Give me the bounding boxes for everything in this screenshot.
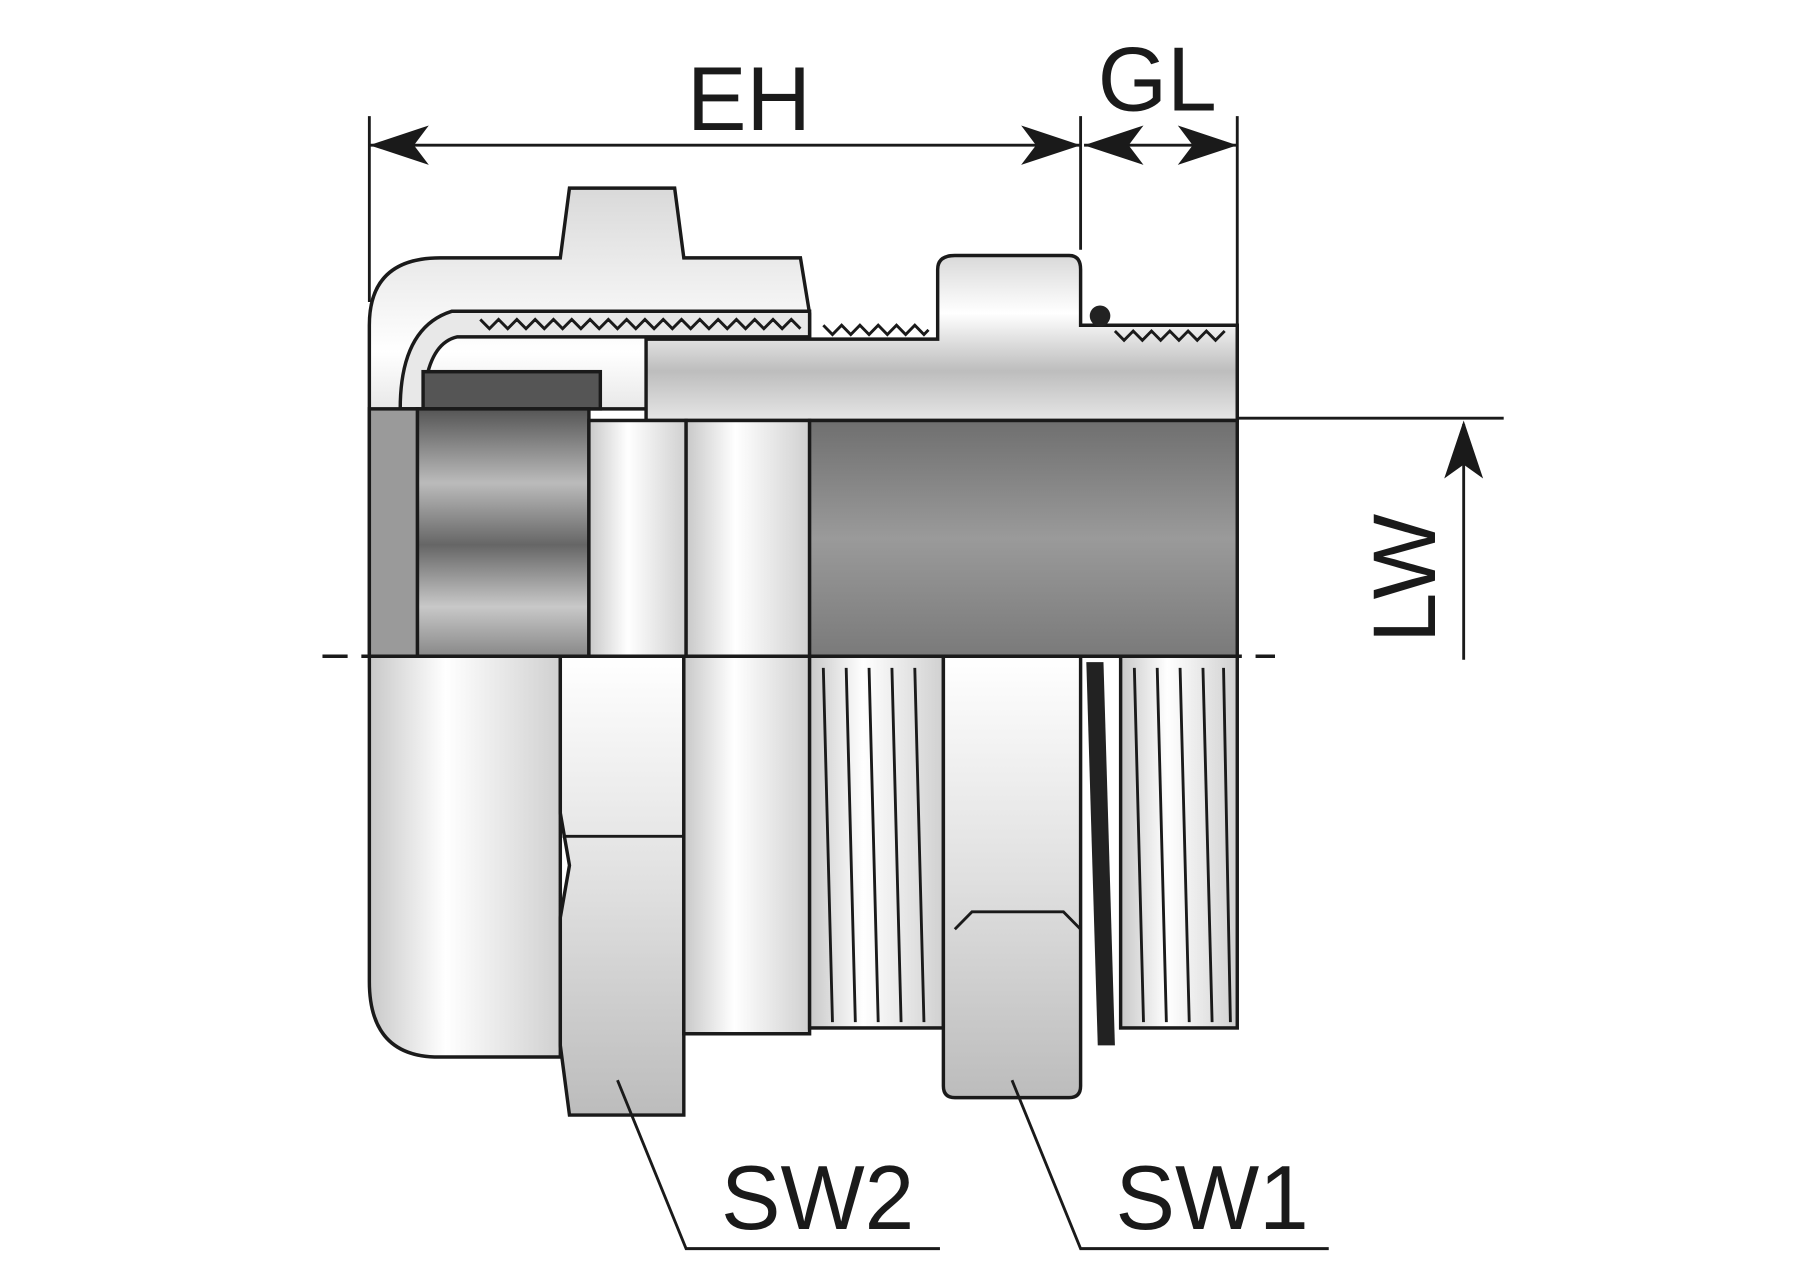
callout-sw2: SW2 [616,1079,940,1251]
dimension-lw: LW [1237,416,1504,660]
label-sw2: SW2 [721,1148,914,1249]
seal-insert-section [421,369,603,411]
body-thread-teeth [479,317,1226,343]
callout-sw1: SW1 [1010,1079,1329,1251]
cap-hex-sw2 [558,654,686,1117]
label-gl: GL [1098,30,1217,131]
label-lw: LW [1356,514,1455,643]
arrowhead-left-icon [369,125,429,165]
upper-section-view [367,186,1239,659]
body-collar [682,654,812,1036]
dome-cap-exterior [367,654,563,1059]
dome-cap-section [367,186,812,659]
label-eh: EH [687,49,811,150]
entry-thread-lines [1132,667,1232,1023]
arrowhead-right-icon [1021,125,1081,165]
lower-exterior-view [367,654,1239,1117]
arrowhead-right-icon [1177,125,1238,165]
cap-edge-strip [367,407,420,659]
body-section [644,253,1239,423]
arrowhead-left-icon [1084,125,1144,165]
label-sw1: SW1 [1115,1148,1308,1249]
arrowhead-up-icon [1444,420,1484,479]
dimension-eh: EH [367,49,1083,302]
body-thread-lines [821,667,926,1023]
bore-ring-clamp [587,418,688,659]
nut-hex-edge [953,910,1082,931]
o-ring-section [1089,305,1111,327]
o-ring-exterior [1086,662,1115,1046]
nut-hex-sw1 [941,654,1083,1100]
bore-ring-mid [684,418,812,659]
dimension-gl: GL [1084,30,1239,419]
bore-ring-left [415,407,591,659]
bore-interior [807,418,1239,659]
